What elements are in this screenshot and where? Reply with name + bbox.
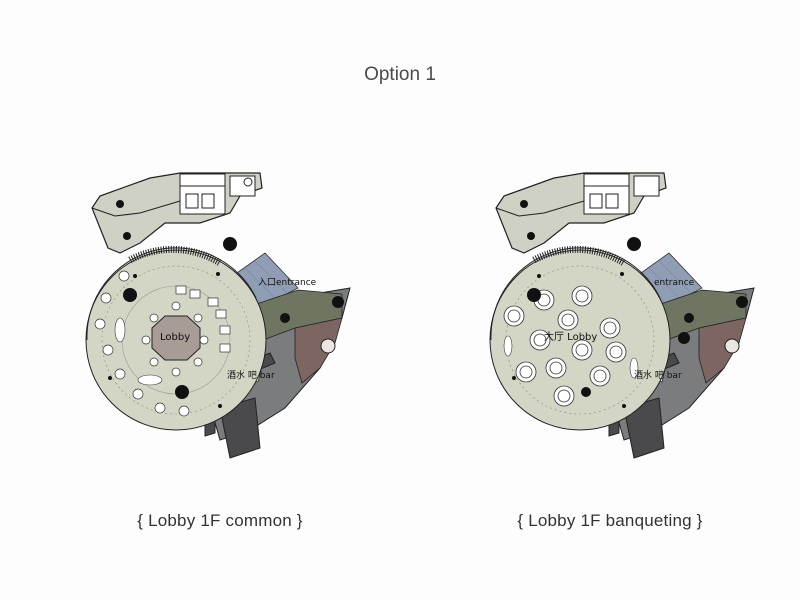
- caption-lobby-common: { Lobby 1F common }: [137, 511, 303, 530]
- floor-plan-lobby-common: 入口entrance Lobby 酒水 吧 bar: [80, 168, 380, 468]
- lobby-label: Lobby: [160, 332, 190, 343]
- caption-lobby-banqueting: { Lobby 1F banqueting }: [517, 511, 703, 530]
- lobby-label: 大厅 Lobby: [544, 330, 597, 343]
- floor-plan-lobby-banqueting: entrance 大厅 Lobby 酒水 吧 bar: [484, 168, 784, 468]
- bar-label: 酒水 吧 bar: [634, 369, 682, 381]
- floor-plan-drawing: entrance 大厅 Lobby 酒水 吧 bar: [489, 172, 755, 459]
- floor-plan-drawing: 入口entrance Lobby 酒水 吧 bar: [85, 172, 351, 459]
- page-title: Option 1: [364, 64, 436, 85]
- entrance-label: 入口entrance: [258, 277, 317, 288]
- bar-label: 酒水 吧 bar: [227, 369, 275, 381]
- entrance-label: entrance: [654, 278, 695, 288]
